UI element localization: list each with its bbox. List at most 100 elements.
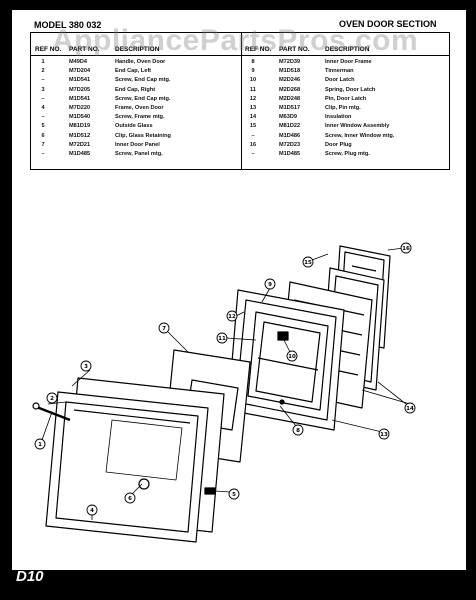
ref-cell: 15 (249, 123, 257, 130)
ref-cell: – (251, 150, 255, 157)
callout-label: 13 (380, 432, 388, 438)
header-part: PART NO. (69, 46, 100, 53)
part-number-cell: M81D19 (69, 123, 91, 130)
description-cell: Tinnerman (325, 68, 354, 75)
ref-cell: 8 (251, 59, 255, 65)
parts-page: MODEL 380 032 OVEN DOOR SECTION REF NO. … (12, 10, 466, 570)
part-number-cell: M72D23 (279, 141, 301, 148)
part-number-cell: M1D540 (69, 114, 91, 121)
description-cell: Spring, Door Latch (325, 86, 376, 93)
description-cell: End Cap, Left (115, 68, 152, 75)
part-number-cell: M1D486 (279, 132, 301, 139)
ref-cell: 7 (41, 141, 45, 148)
ref-cell: 2 (41, 68, 45, 75)
ref-cell: 5 (41, 123, 45, 130)
part-number-cell: M2D268 (279, 86, 301, 93)
ref-cell: 12 (249, 95, 257, 102)
description-cell: Frame, Oven Door (115, 104, 164, 111)
part-number-cell: M1D485 (279, 150, 301, 157)
callout-5: 5 (228, 488, 240, 500)
part-number-cell: M7D205 (69, 86, 91, 93)
callout-label: 16 (402, 246, 410, 252)
table-header: REF NO. PART NO. DESCRIPTION (241, 33, 449, 56)
callout-label: 6 (128, 496, 132, 502)
description-cell: Insulation (325, 114, 352, 121)
table-row: 4 M7D220 Frame, Oven Door (31, 104, 241, 113)
description-cell: Clip, Pin mtg. (325, 104, 361, 111)
description-cell: Outside Glass (115, 123, 153, 130)
part-number-cell: M81D22 (279, 123, 301, 130)
part-number-cell: M1D518 (279, 68, 301, 75)
ref-cell: – (251, 132, 255, 139)
description-cell: Screw, Inner Window mtg. (325, 132, 395, 139)
ref-cell: – (41, 150, 45, 157)
description-cell: Screw, Plug mtg. (325, 150, 370, 157)
ref-cell: 14 (249, 114, 257, 121)
ref-cell: 1 (41, 59, 45, 65)
callout-11: 11 (216, 332, 228, 344)
rows-left: 1 M49D4 Handle, Oven Door 2 M7D204 End Cap, L… (31, 56, 241, 159)
header-ref: REF NO. (245, 46, 272, 53)
watermark: AppliancePartsPros.com (52, 24, 419, 57)
ref-cell: 11 (250, 86, 256, 93)
callout-12: 12 (226, 310, 238, 322)
callout-4: 4 (86, 504, 98, 516)
part-number-cell: M7D220 (69, 104, 91, 111)
callout-label: 8 (296, 428, 300, 434)
description-cell: Clip, Glass Retaining (115, 132, 171, 139)
callout-label: 5 (232, 492, 236, 498)
part-number-cell: M1D517 (279, 104, 301, 111)
oven-door-frame-part (45, 391, 209, 543)
description-cell: Screw, Panel mtg. (115, 150, 163, 157)
table-row: 9 M1D518 Tinnerman (241, 67, 449, 76)
header-desc: DESCRIPTION (115, 46, 160, 53)
table-row: – M1D486 Screw, Inner Window mtg. (241, 132, 449, 141)
glass-clip-part (204, 487, 216, 495)
description-cell: Screw, End Cap mtg. (115, 95, 171, 102)
part-number-cell: M49D4 (69, 59, 88, 65)
callout-9: 9 (264, 278, 276, 290)
callout-16: 16 (400, 242, 412, 254)
ref-cell: – (41, 114, 45, 121)
callout-3: 3 (80, 360, 92, 372)
callout-2: 2 (46, 392, 58, 404)
table-row: 2 M7D204 End Cap, Left (31, 67, 241, 76)
part-number-cell: M7D204 (69, 68, 91, 75)
callout-1: 1 (34, 438, 46, 450)
callout-15: 15 (302, 256, 314, 268)
ref-cell: 6 (41, 132, 45, 139)
header-desc: DESCRIPTION (325, 46, 370, 53)
callout-14: 14 (404, 402, 416, 414)
description-cell: Door Plug (325, 141, 352, 148)
description-cell: Handle, Oven Door (115, 59, 166, 65)
description-cell: End Cap, Right (115, 86, 156, 93)
callout-7: 7 (158, 322, 170, 334)
ref-cell: 9 (251, 68, 255, 75)
ref-cell: – (41, 95, 45, 102)
description-cell: Screw, Frame mtg. (115, 114, 165, 121)
callout-label: 10 (288, 354, 296, 360)
parts-table: REF NO. PART NO. DESCRIPTION 1 M49D4 Handl… (30, 32, 450, 170)
section-title: OVEN DOOR SECTION (339, 19, 437, 29)
callout-10: 10 (286, 350, 298, 362)
callout-label: 9 (268, 282, 272, 288)
ref-cell: 4 (41, 104, 45, 111)
part-number-cell: M2D248 (279, 95, 301, 102)
callout-label: 7 (162, 326, 166, 332)
description-cell: Screw, End Cap mtg. (115, 77, 171, 84)
header-ref: REF NO. (35, 46, 62, 53)
callout-label: 2 (50, 396, 54, 402)
part-number-cell: M2D246 (279, 77, 301, 84)
callout-label: 15 (304, 260, 312, 266)
callout-6: 6 (124, 492, 136, 504)
table-row: 11 M2D268 Spring, Door Latch (241, 86, 449, 95)
